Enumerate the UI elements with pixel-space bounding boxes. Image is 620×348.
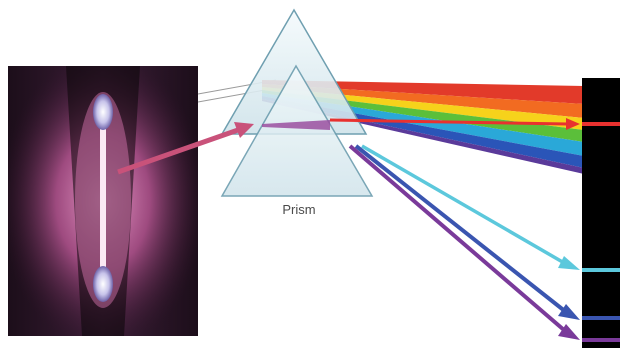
prism-label: Prism: [262, 202, 336, 217]
cyan-line-arrowhead: [558, 256, 580, 270]
spectrum-screen: [582, 78, 620, 348]
violet-line-ray: [350, 146, 564, 330]
top-electrode: [93, 94, 113, 130]
discharge-lamp: [8, 66, 198, 336]
bottom-electrode: [93, 266, 113, 302]
screen-line-cyan: [582, 268, 620, 272]
blue-line: [356, 146, 580, 320]
screen-line-blue: [582, 316, 620, 320]
discharge-tube: [100, 125, 106, 275]
screen-panel: [582, 78, 620, 348]
blue-line-ray: [356, 146, 566, 312]
screen-line-violet: [582, 338, 620, 342]
violet-line: [350, 146, 580, 340]
screen-line-red: [582, 122, 620, 126]
